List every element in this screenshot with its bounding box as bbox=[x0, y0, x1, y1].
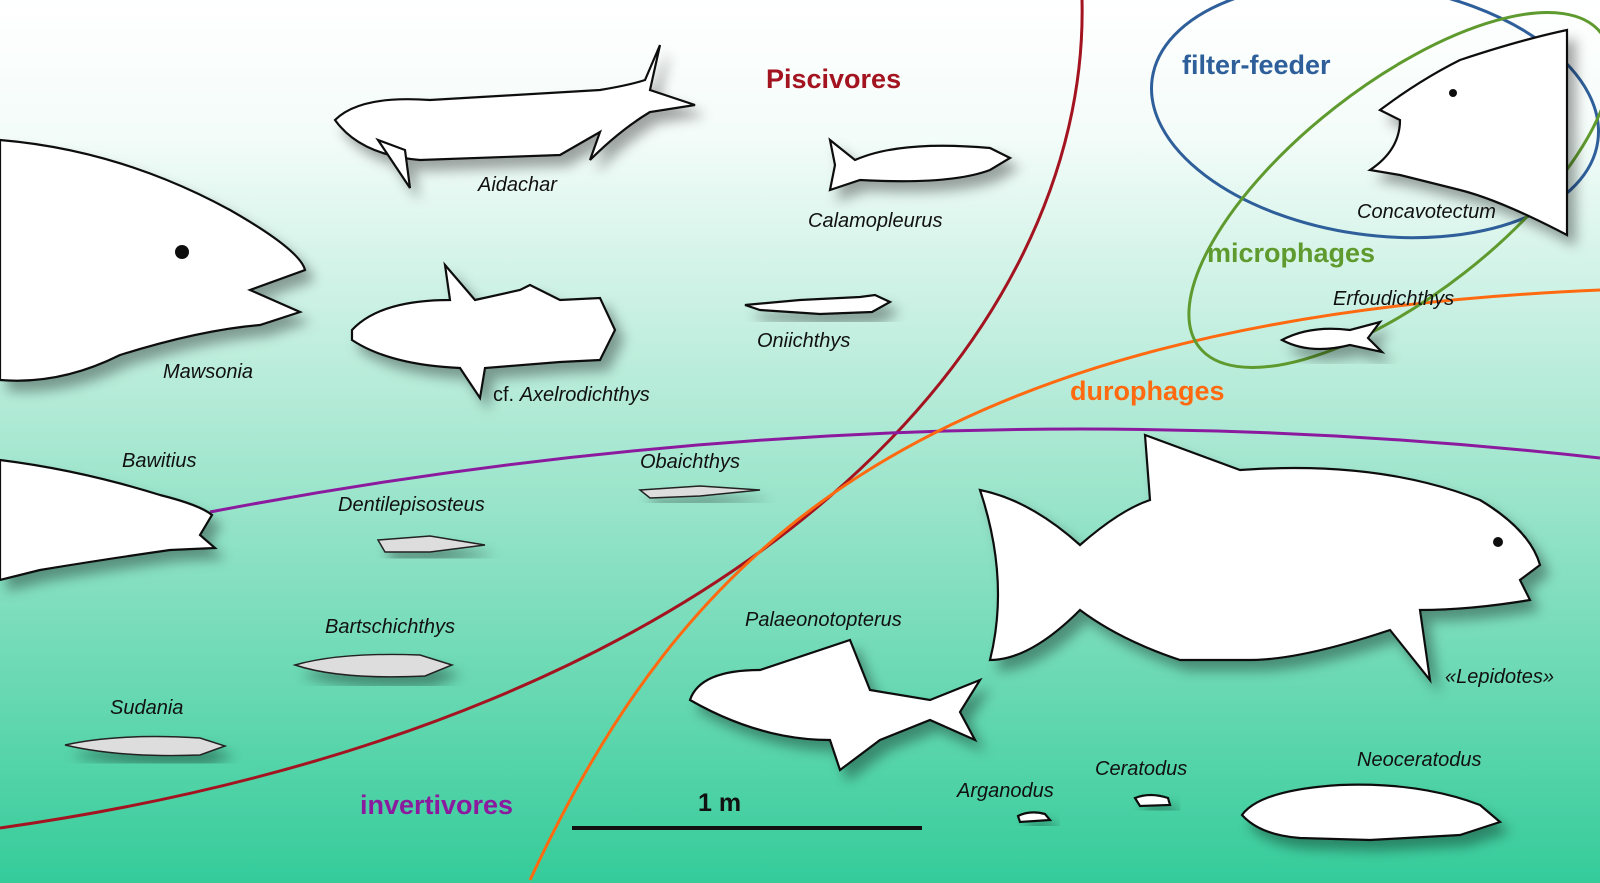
concavotectum-fish bbox=[1367, 28, 1569, 237]
ceratodus-fish bbox=[1133, 793, 1172, 808]
axelrodichthys-fish bbox=[350, 261, 617, 401]
erfoudichthys-fish bbox=[1279, 320, 1386, 354]
species-label-dentilepisosteus: Dentilepisosteus bbox=[338, 494, 485, 516]
calamopleurus-fish bbox=[828, 137, 1013, 192]
microphages-boundary bbox=[1187, 11, 1600, 369]
dentilepisosteus-fish bbox=[376, 535, 486, 553]
oniichthys-fish bbox=[744, 293, 893, 316]
species-label-obaichthys: Obaichthys bbox=[640, 451, 740, 473]
group-label-piscivores: Piscivores bbox=[766, 64, 901, 94]
invertivores-boundary bbox=[209, 427, 1600, 514]
mawsonia-fish bbox=[0, 138, 307, 382]
bawitius-fish bbox=[0, 458, 218, 582]
species-label-oniichthys: Oniichthys bbox=[757, 330, 850, 352]
group-label-filter-feeder: filter-feeder bbox=[1182, 50, 1331, 80]
species-label-calamopleurus: Calamopleurus bbox=[808, 210, 943, 232]
group-label-invertivores: invertivores bbox=[360, 790, 513, 820]
species-label-erfoudichthys: Erfoudichthys bbox=[1333, 288, 1454, 310]
species-label-ceratodus: Ceratodus bbox=[1095, 758, 1187, 780]
species-label-sudania: Sudania bbox=[110, 697, 183, 719]
species-prefix-cf: cf. bbox=[493, 384, 514, 406]
species-label-bawitius: Bawitius bbox=[122, 450, 196, 472]
species-label-aidachar: Aidachar bbox=[477, 174, 558, 196]
species-label-lepidotes: «Lepidotes» bbox=[1445, 666, 1554, 688]
species-label-bartschichthys: Bartschichthys bbox=[325, 616, 455, 638]
obaichthys-fish bbox=[638, 485, 761, 499]
species-label-palaeonotopterus: Palaeonotopterus bbox=[745, 609, 902, 631]
sudania-fish bbox=[64, 735, 228, 757]
durophages-boundary bbox=[528, 288, 1600, 881]
species-label-arganodus: Arganodus bbox=[956, 780, 1054, 802]
aidachar-fish bbox=[333, 44, 696, 189]
neoceratodus-fish bbox=[1240, 783, 1503, 842]
species-label-mawsonia: Mawsonia bbox=[163, 361, 253, 383]
group-label-durophages: durophages bbox=[1070, 376, 1225, 406]
group-label-microphages: microphages bbox=[1207, 238, 1375, 268]
species-name-axelrodichthys: Axelrodichthys bbox=[519, 384, 650, 406]
scale-bar-label: 1 m bbox=[698, 789, 741, 817]
species-label-axelrodichthys: cf. Axelrodichthys bbox=[493, 384, 650, 406]
species-label-concavotectum: Concavotectum bbox=[1357, 201, 1496, 223]
lepidotes-fish bbox=[978, 433, 1542, 684]
species-label-neoceratodus: Neoceratodus bbox=[1357, 749, 1482, 771]
palaeonotopterus-fish bbox=[688, 638, 983, 772]
arganodus-fish bbox=[1016, 811, 1053, 824]
filter-feeder-boundary bbox=[1150, 0, 1600, 240]
bartschichthys-fish bbox=[292, 653, 455, 678]
